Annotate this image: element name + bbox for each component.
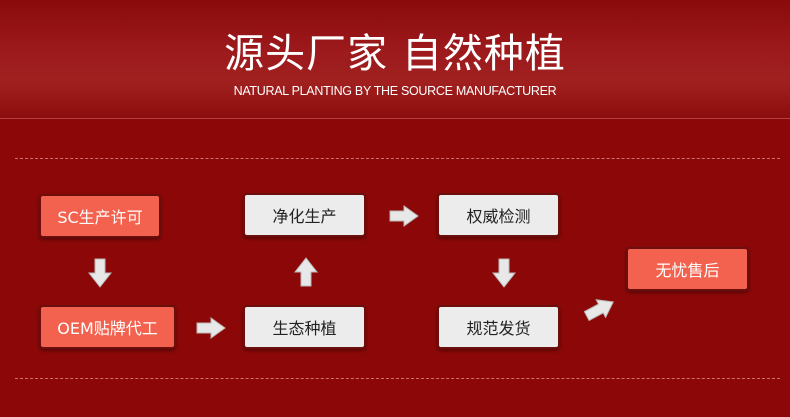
step-oem: OEM贴牌代工 bbox=[39, 305, 176, 349]
header-divider bbox=[0, 118, 790, 119]
page-subtitle: NATURAL PLANTING BY THE SOURCE MANUFACTU… bbox=[233, 84, 557, 98]
dashed-divider-bottom bbox=[15, 378, 780, 379]
step-sc-license: SC生产许可 bbox=[39, 194, 161, 238]
arrow-diagonal-up-right-icon bbox=[583, 299, 615, 322]
page-title: 源头厂家 自然种植 bbox=[224, 31, 566, 77]
step-authority-testing: 权威检测 bbox=[437, 193, 560, 237]
arrow-right-icon bbox=[196, 317, 226, 339]
header-banner bbox=[0, 0, 790, 118]
arrow-down-icon bbox=[492, 258, 516, 288]
arrow-down-icon bbox=[88, 258, 112, 288]
step-purified-production: 净化生产 bbox=[243, 193, 366, 237]
step-worry-free-aftersales: 无忧售后 bbox=[626, 247, 749, 291]
dashed-divider-top bbox=[15, 158, 780, 159]
step-standard-shipping: 规范发货 bbox=[437, 305, 560, 349]
step-eco-planting: 生态种植 bbox=[243, 305, 366, 349]
arrow-right-icon bbox=[389, 205, 419, 227]
arrow-up-icon bbox=[294, 257, 318, 287]
